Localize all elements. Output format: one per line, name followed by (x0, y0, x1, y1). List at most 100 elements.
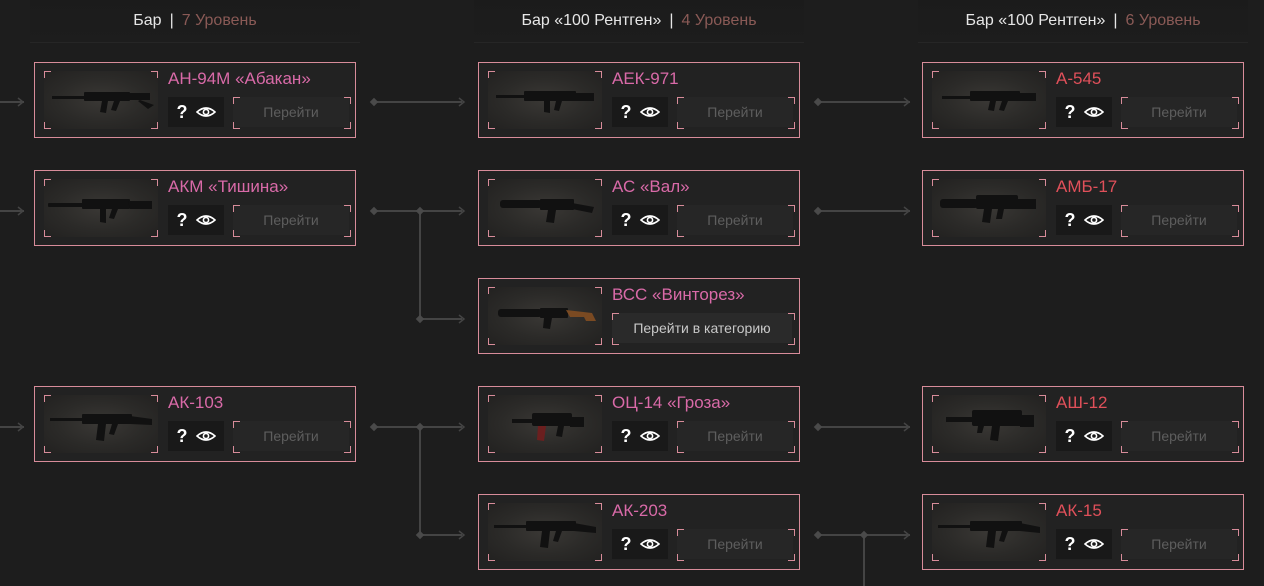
eye-icon[interactable] (639, 105, 660, 119)
go-button[interactable]: Перейти (1121, 205, 1237, 235)
weapon-card-ash12[interactable]: АШ-12 ? Перейти (922, 386, 1244, 462)
question-icon[interactable]: ? (1064, 426, 1076, 446)
weapon-thumbnail (488, 287, 602, 345)
weapon-actions: ? (168, 205, 224, 235)
weapon-actions: ? (612, 205, 668, 235)
weapon-actions: ? (168, 421, 224, 451)
go-to-category-button[interactable]: Перейти в категорию (612, 313, 792, 343)
weapon-thumbnail (932, 395, 1046, 453)
question-icon[interactable]: ? (1064, 534, 1076, 554)
rifle-icon (498, 308, 596, 329)
go-button[interactable]: Перейти (1121, 421, 1237, 451)
question-icon[interactable]: ? (620, 534, 632, 554)
eye-icon[interactable] (1083, 537, 1104, 551)
weapon-card-ak15[interactable]: АК-15 ? Перейти (922, 494, 1244, 570)
weapon-name[interactable]: ВСС «Винторез» (612, 285, 745, 304)
column-header-2: Бар «100 Рентген» | 4 Уровень (474, 0, 804, 43)
column-title: Бар «100 Рентген» (521, 12, 662, 29)
weapon-card-amb17[interactable]: АМБ-17 ? Перейти (922, 170, 1244, 246)
weapon-thumbnail (44, 179, 158, 237)
eye-icon[interactable] (1083, 429, 1104, 443)
question-icon[interactable]: ? (620, 426, 632, 446)
header-separator: | (169, 12, 174, 29)
rifle-icon (512, 413, 584, 441)
weapon-thumbnail (488, 395, 602, 453)
eye-icon[interactable] (639, 537, 660, 551)
weapon-name[interactable]: АС «Вал» (612, 177, 690, 196)
go-button[interactable]: Перейти (233, 205, 349, 235)
column-header-3: Бар «100 Рентген» | 6 Уровень (918, 0, 1248, 43)
weapon-card-ak203[interactable]: АК-203 ? Перейти (478, 494, 800, 570)
question-icon[interactable]: ? (176, 426, 188, 446)
weapon-thumbnail (488, 71, 602, 129)
weapon-thumbnail (932, 179, 1046, 237)
go-button[interactable]: Перейти (677, 205, 793, 235)
column-level: 4 Уровень (681, 12, 757, 29)
rifle-icon (52, 92, 154, 113)
eye-icon[interactable] (1083, 105, 1104, 119)
weapon-actions: ? (1056, 205, 1112, 235)
weapon-name[interactable]: АН-94М «Абакан» (168, 69, 311, 88)
weapon-thumbnail (932, 71, 1046, 129)
weapon-name[interactable]: А-545 (1056, 69, 1102, 88)
question-icon[interactable]: ? (620, 102, 632, 122)
rifle-icon (494, 521, 596, 548)
eye-icon[interactable] (195, 213, 216, 227)
weapon-thumbnail (44, 71, 158, 129)
go-button[interactable]: Перейти (677, 421, 793, 451)
column-level: 7 Уровень (181, 12, 257, 29)
weapon-name[interactable]: АМБ-17 (1056, 177, 1118, 196)
weapon-name[interactable]: АЕК-971 (612, 69, 679, 88)
weapon-name[interactable]: АК-103 (168, 393, 224, 412)
weapon-card-a545[interactable]: А-545 ? Перейти (922, 62, 1244, 138)
eye-icon[interactable] (195, 105, 216, 119)
weapon-card-as-val[interactable]: АС «Вал» ? Перейти (478, 170, 800, 246)
eye-icon[interactable] (195, 429, 216, 443)
go-button[interactable]: Перейти (677, 529, 793, 559)
weapon-card-vss-vintorez[interactable]: ВСС «Винторез» Перейти в категорию (478, 278, 800, 354)
weapon-actions: ? (168, 97, 224, 127)
weapon-card-ak103[interactable]: АК-103 ? Перейти (34, 386, 356, 462)
eye-icon[interactable] (1083, 213, 1104, 227)
rifle-icon (946, 410, 1034, 441)
weapon-name[interactable]: АК-15 (1056, 501, 1102, 520)
rifle-icon (50, 414, 152, 441)
weapon-actions: ? (612, 421, 668, 451)
go-button[interactable]: Перейти (1121, 97, 1237, 127)
eye-icon[interactable] (639, 213, 660, 227)
eye-icon[interactable] (639, 429, 660, 443)
weapon-card-ots14-groza[interactable]: ОЦ-14 «Гроза» ? Перейти (478, 386, 800, 462)
weapon-card-an94m[interactable]: АН-94М «Абакан» ? Перейти (34, 62, 356, 138)
weapon-actions: ? (1056, 421, 1112, 451)
weapon-thumbnail (488, 503, 602, 561)
weapon-card-akm-tishina[interactable]: АКМ «Тишина» ? Перейти (34, 170, 356, 246)
rifle-icon (500, 199, 594, 223)
question-icon[interactable]: ? (620, 210, 632, 230)
weapon-name[interactable]: ОЦ-14 «Гроза» (612, 393, 731, 412)
header-separator: | (1113, 12, 1118, 29)
question-icon[interactable]: ? (1064, 210, 1076, 230)
question-icon[interactable]: ? (1064, 102, 1076, 122)
rifle-icon (48, 199, 152, 223)
column-title: Бар (133, 12, 162, 29)
weapon-thumbnail (488, 179, 602, 237)
weapon-name[interactable]: АКМ «Тишина» (168, 177, 289, 196)
go-button[interactable]: Перейти (233, 421, 349, 451)
weapon-name[interactable]: АШ-12 (1056, 393, 1108, 412)
go-button[interactable]: Перейти (233, 97, 349, 127)
question-icon[interactable]: ? (176, 210, 188, 230)
question-icon[interactable]: ? (176, 102, 188, 122)
go-button[interactable]: Перейти (1121, 529, 1237, 559)
weapon-card-aek971[interactable]: АЕК-971 ? Перейти (478, 62, 800, 138)
weapon-thumbnail (44, 395, 158, 453)
weapon-actions: ? (1056, 529, 1112, 559)
rifle-icon (942, 91, 1036, 111)
column-header-1: Бар | 7 Уровень (30, 0, 360, 43)
weapon-name[interactable]: АК-203 (612, 501, 668, 520)
weapon-actions: ? (612, 529, 668, 559)
weapon-actions: ? (1056, 97, 1112, 127)
rifle-icon (938, 521, 1040, 548)
go-button[interactable]: Перейти (677, 97, 793, 127)
weapon-actions: ? (612, 97, 668, 127)
